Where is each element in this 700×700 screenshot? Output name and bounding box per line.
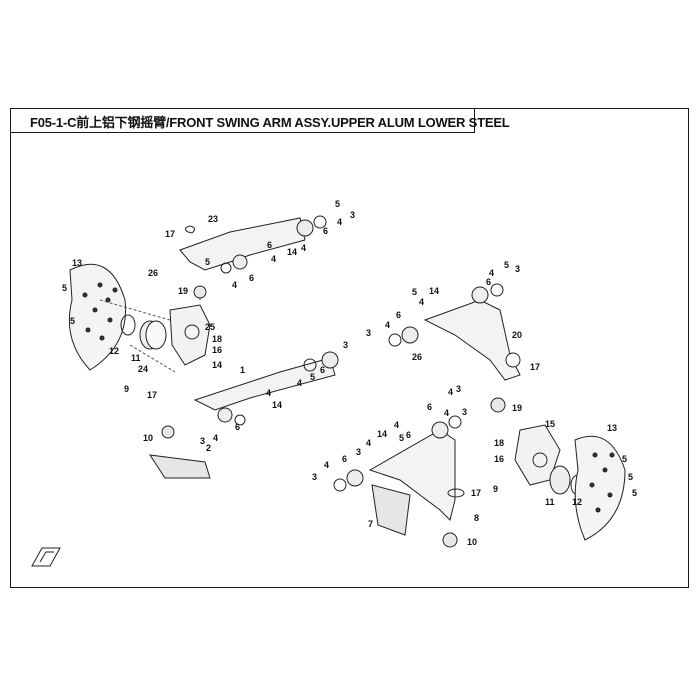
callout-3: 3: [515, 264, 520, 274]
callout-4: 4: [213, 433, 218, 443]
callout-12: 12: [109, 346, 119, 356]
title-box: F05-1-C前上铝下钢摇臂/FRONT SWING ARM ASSY.UPPE…: [10, 108, 510, 133]
callout-14: 14: [429, 286, 439, 296]
callout-5: 5: [622, 454, 627, 464]
callout-6: 6: [406, 430, 411, 440]
callout-3: 3: [456, 384, 461, 394]
upper-left-swing-arm: [179, 215, 327, 300]
callout-8: 8: [474, 513, 479, 523]
callout-6: 6: [267, 240, 272, 250]
callout-16: 16: [212, 345, 222, 355]
callout-6: 6: [427, 402, 432, 412]
callout-5: 5: [70, 316, 75, 326]
callout-4: 4: [266, 388, 271, 398]
callout-3: 3: [200, 436, 205, 446]
callout-25: 25: [205, 322, 215, 332]
callout-6: 6: [323, 226, 328, 236]
callout-18: 18: [212, 334, 222, 344]
callout-5: 5: [628, 472, 633, 482]
callout-14: 14: [272, 400, 282, 410]
callout-26: 26: [148, 268, 158, 278]
front-direction-arrow-icon: [31, 547, 61, 567]
callout-3: 3: [462, 407, 467, 417]
callout-23: 23: [208, 214, 218, 224]
callout-17: 17: [530, 362, 540, 372]
callout-6: 6: [342, 454, 347, 464]
callout-11: 11: [545, 497, 555, 507]
callout-6: 6: [486, 277, 491, 287]
callout-4: 4: [232, 280, 237, 290]
callout-6: 6: [249, 273, 254, 283]
callout-4: 4: [366, 438, 371, 448]
callout-1: 1: [240, 365, 245, 375]
callout-20: 20: [512, 330, 522, 340]
callout-5: 5: [205, 257, 210, 267]
callout-3: 3: [356, 447, 361, 457]
page-title: F05-1-C前上铝下钢摇臂/FRONT SWING ARM ASSY.UPPE…: [30, 115, 510, 130]
callout-4: 4: [337, 217, 342, 227]
callout-4: 4: [444, 408, 449, 418]
callout-19: 19: [512, 403, 522, 413]
callout-4: 4: [385, 320, 390, 330]
callout-5: 5: [62, 283, 67, 293]
callout-4: 4: [301, 243, 306, 253]
right-hub-assembly: [514, 424, 586, 496]
callout-5: 5: [632, 488, 637, 498]
right-brake-disc: [574, 435, 626, 541]
callout-17: 17: [471, 488, 481, 498]
callout-2: 2: [206, 443, 211, 453]
callout-6: 6: [235, 422, 240, 432]
callout-9: 9: [493, 484, 498, 494]
callout-9: 9: [124, 384, 129, 394]
callout-5: 5: [399, 433, 404, 443]
callout-13: 13: [72, 258, 82, 268]
callout-10: 10: [143, 433, 153, 443]
callout-3: 3: [350, 210, 355, 220]
callout-4: 4: [297, 378, 302, 388]
callout-12: 12: [572, 497, 582, 507]
callout-5: 5: [310, 372, 315, 382]
callout-4: 4: [324, 460, 329, 470]
callout-26: 26: [412, 352, 422, 362]
callout-4: 4: [394, 420, 399, 430]
callout-17: 17: [165, 229, 175, 239]
callout-3: 3: [343, 340, 348, 350]
lower-left-swing-arm: [148, 351, 339, 479]
lower-right-swing-arm: [333, 415, 465, 548]
callout-13: 13: [607, 423, 617, 433]
callout-18: 18: [494, 438, 504, 448]
callout-24: 24: [138, 364, 148, 374]
callout-10: 10: [467, 537, 477, 547]
diagram-frame: [10, 108, 689, 588]
callout-14: 14: [287, 247, 297, 257]
callout-labels: 17 23 5 4 6 3 4 6 14 26 4 6 5 4 19 13 5 …: [62, 199, 637, 547]
callout-5: 5: [412, 287, 417, 297]
callout-4: 4: [271, 254, 276, 264]
callout-4: 4: [489, 268, 494, 278]
callout-17: 17: [147, 390, 157, 400]
callout-19: 19: [178, 286, 188, 296]
callout-4: 4: [419, 297, 424, 307]
callout-14: 14: [377, 429, 387, 439]
callout-6: 6: [320, 365, 325, 375]
callout-16: 16: [494, 454, 504, 464]
callout-11: 11: [131, 353, 141, 363]
callout-15: 15: [545, 419, 555, 429]
callout-3: 3: [366, 328, 371, 338]
callout-3: 3: [312, 472, 317, 482]
left-brake-disc: [68, 263, 127, 371]
callout-4: 4: [448, 387, 453, 397]
callout-5: 5: [504, 260, 509, 270]
callout-14: 14: [212, 360, 222, 370]
left-hub-assembly: [99, 299, 211, 373]
callout-5: 5: [335, 199, 340, 209]
callout-7: 7: [368, 519, 373, 529]
upper-right-swing-arm: [388, 283, 521, 413]
callout-6: 6: [396, 310, 401, 320]
